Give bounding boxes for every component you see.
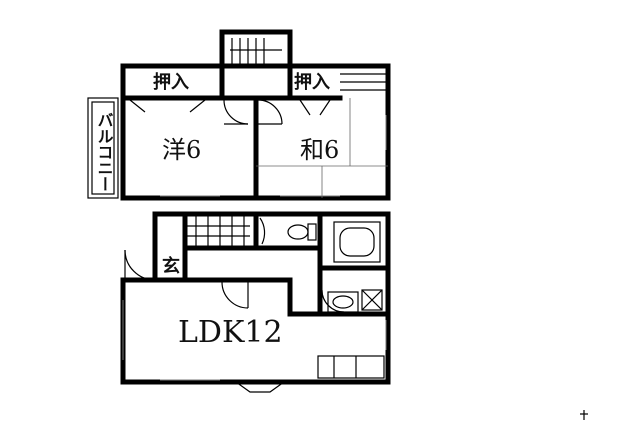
upper-stair-box (219, 29, 293, 69)
western-room-label: 洋6 (162, 136, 201, 164)
kitchen-counter (317, 355, 385, 379)
compass-mark-icon (580, 410, 588, 420)
closet-right-label: 押入 (294, 71, 330, 93)
closet-left-label: 押入 (153, 71, 189, 93)
bath (317, 211, 391, 271)
ldk-label: LDK12 (178, 315, 283, 350)
lower-floor: 玄 LDK12 (120, 211, 391, 393)
upper-floor: 押入 押入 洋6 和6 バルコニー (87, 29, 391, 201)
toilet (253, 211, 323, 251)
washroom (317, 265, 383, 317)
lower-stairs (182, 211, 259, 251)
balcony (87, 97, 119, 199)
japanese-room-label: 和6 (300, 136, 339, 164)
tatami-lines (256, 98, 388, 198)
upper-right-stairs (337, 63, 391, 101)
entrance-label: 玄 (162, 255, 180, 277)
balcony-label: バルコニー (95, 112, 114, 192)
